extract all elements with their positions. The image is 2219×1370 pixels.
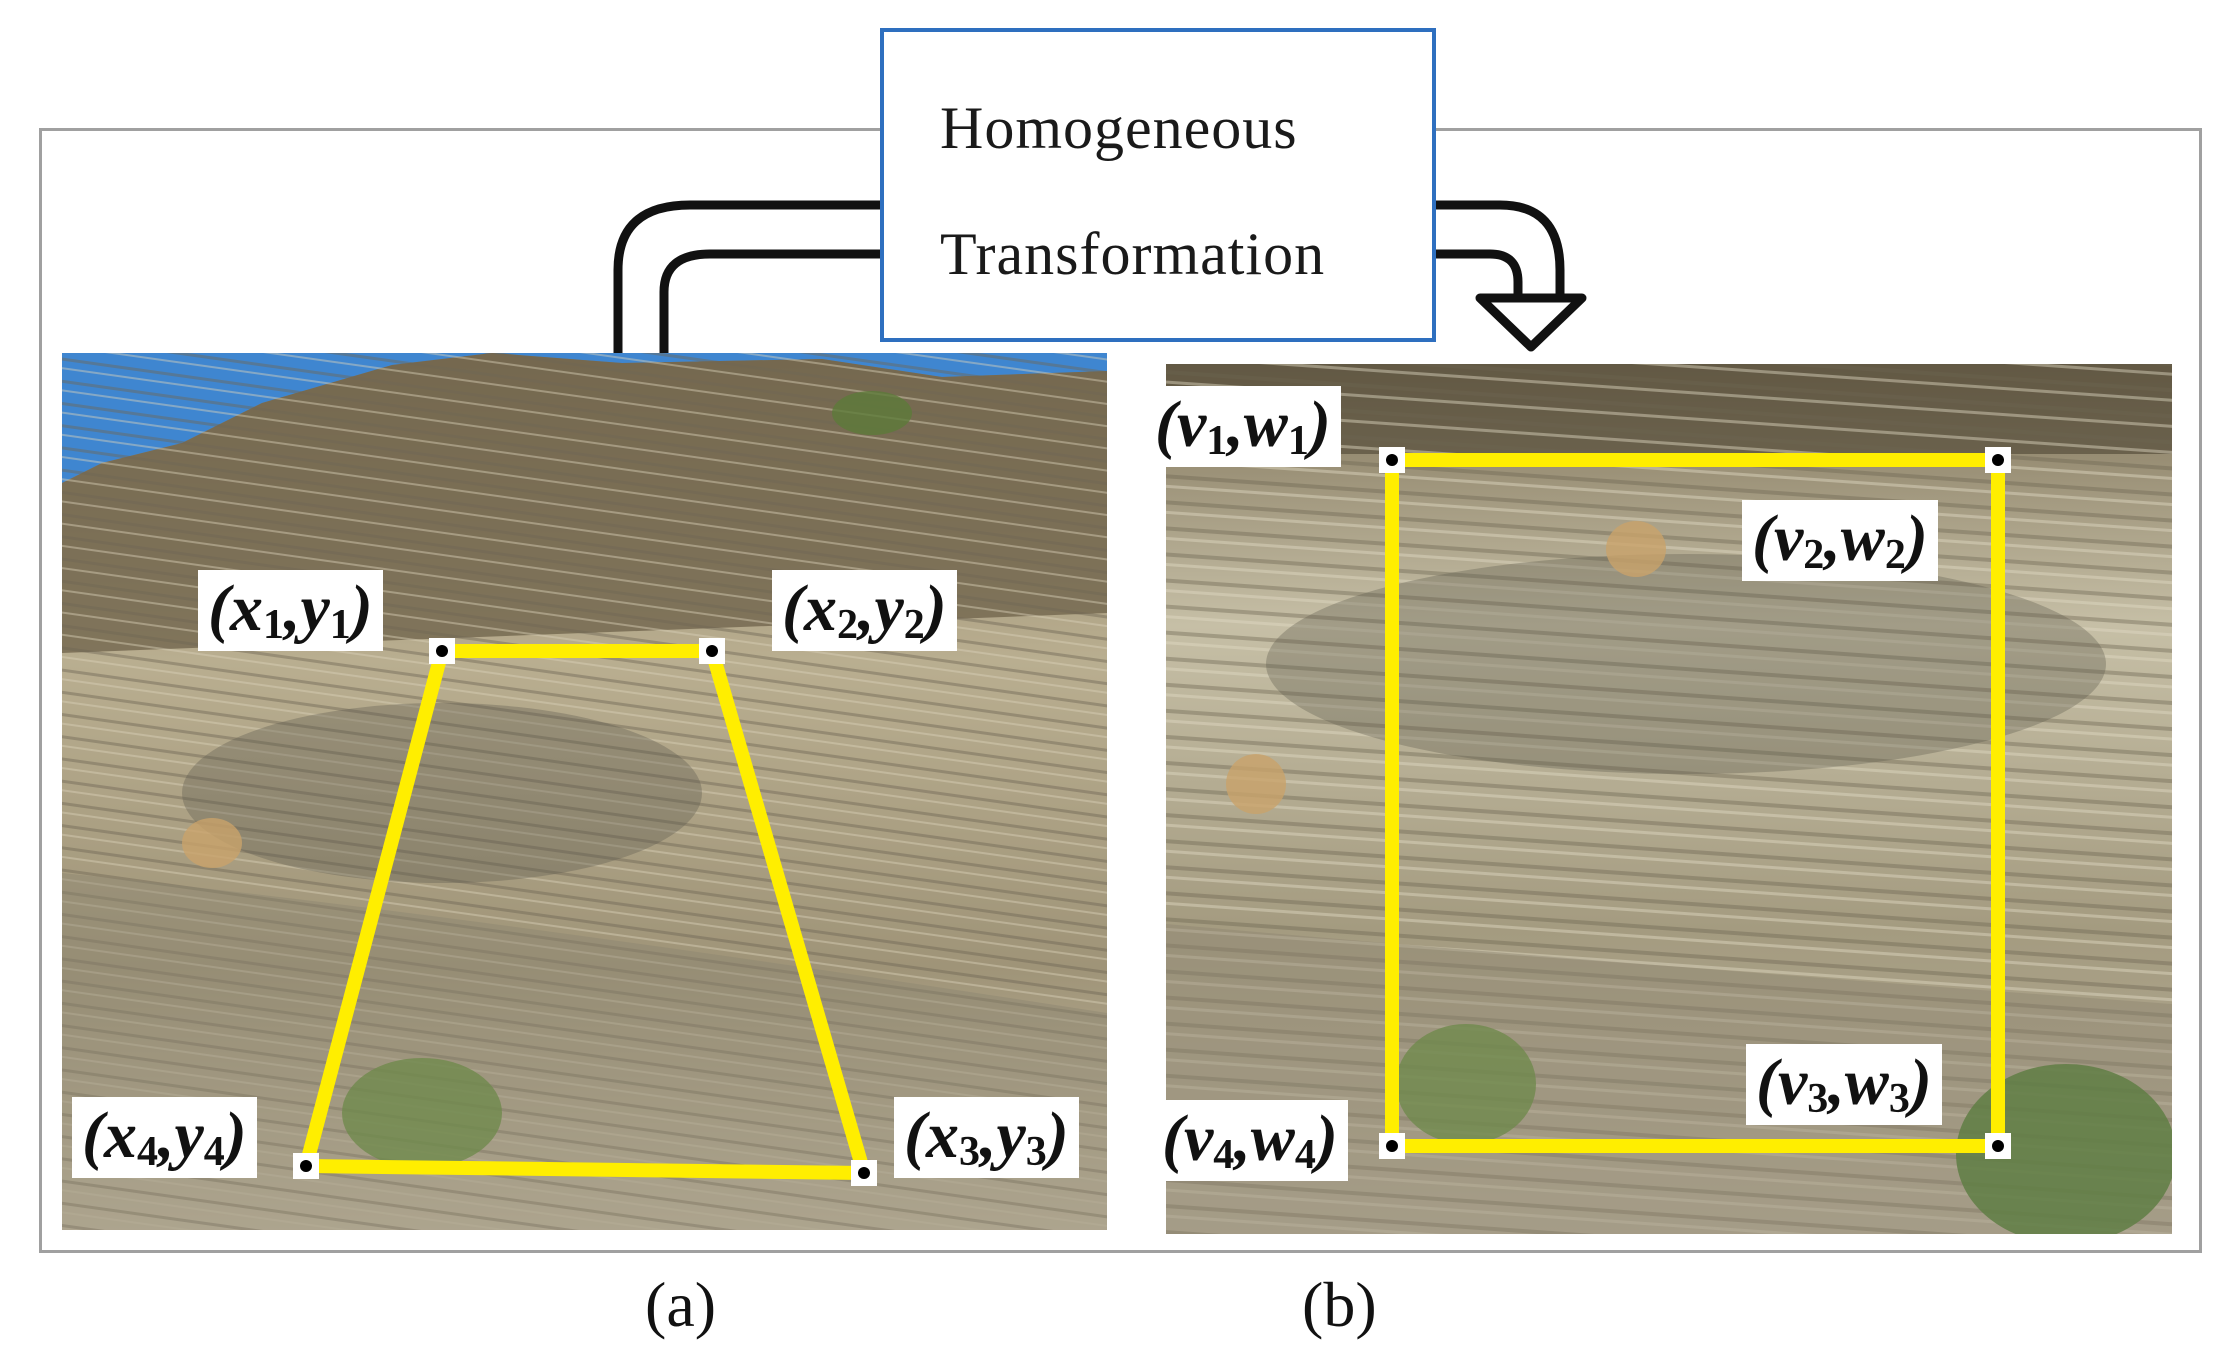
rock-photo-original-image xyxy=(62,353,1107,1230)
label-x4-y4: (x4,y4) xyxy=(72,1097,257,1179)
label-v2-w2-sub1: 2 xyxy=(1803,532,1825,578)
label-v4-w4-sub1: 4 xyxy=(1213,1132,1235,1178)
label-x3-y3-base1: x xyxy=(925,1099,959,1172)
arrow-inner-stroke xyxy=(659,249,1523,353)
arrow-head-icon xyxy=(1475,293,1587,352)
label-x2-y2-sub1: 2 xyxy=(836,602,858,648)
label-v3-w3-base1: v xyxy=(1777,1046,1808,1119)
label-x4-y4-base2: y xyxy=(174,1099,204,1172)
corner-marker-v3w3 xyxy=(1985,1133,2011,1159)
corner-marker-v1w1 xyxy=(1379,447,1405,473)
transformation-title-box: Homogeneous Transformation xyxy=(880,28,1436,342)
label-v1-w1-sub1: 1 xyxy=(1206,418,1228,464)
label-v1-w1-base1: v xyxy=(1176,388,1207,461)
label-v4-w4: (v4,w4) xyxy=(1152,1100,1348,1182)
label-v2-w2: (v2,w2) xyxy=(1742,500,1938,582)
label-x3-y3-sub1: 3 xyxy=(958,1129,980,1175)
label-v1-w1-base2: w xyxy=(1243,388,1288,461)
label-v2-w2-sub2: 2 xyxy=(1884,532,1906,578)
label-v3-w3-sub2: 3 xyxy=(1888,1076,1910,1122)
label-x1-y1-sub2: 1 xyxy=(329,602,351,648)
corner-marker-x4y4 xyxy=(293,1153,319,1179)
label-x3-y3: (x3,y3) xyxy=(894,1097,1079,1179)
title-line-2: Transformation xyxy=(940,221,1326,287)
title-line-1: Homogeneous xyxy=(940,95,1298,161)
quadrilateral-outline-original xyxy=(296,644,874,1181)
label-v2-w2-base2: w xyxy=(1840,502,1885,575)
label-x1-y1-sub1: 1 xyxy=(262,602,284,648)
label-v3-w3-base2: w xyxy=(1844,1046,1889,1119)
label-x2-y2-base2: y xyxy=(874,572,904,645)
label-v1-w1-sub2: 1 xyxy=(1287,418,1309,464)
rock-photo-original xyxy=(62,353,1107,1230)
label-v1-w1: (v1,w1) xyxy=(1145,386,1341,468)
label-x1-y1-base2: y xyxy=(300,572,330,645)
corner-marker-x1y1 xyxy=(429,638,455,664)
corner-marker-v4w4 xyxy=(1379,1133,1405,1159)
corner-marker-x3y3 xyxy=(851,1160,877,1186)
label-v2-w2-base1: v xyxy=(1773,502,1804,575)
label-x3-y3-sub2: 3 xyxy=(1025,1129,1047,1175)
label-x2-y2: (x2,y2) xyxy=(772,570,957,652)
rectangle-outline-rectified xyxy=(1385,453,2005,1153)
label-x3-y3-base2: y xyxy=(996,1099,1026,1172)
label-x4-y4-sub2: 4 xyxy=(203,1129,225,1175)
caption-a: (a) xyxy=(645,1269,717,1340)
label-x1-y1-base1: x xyxy=(229,572,263,645)
label-x1-y1: (x1,y1) xyxy=(198,570,383,652)
caption-b: (b) xyxy=(1302,1269,1377,1340)
label-v3-w3-sub1: 3 xyxy=(1807,1076,1829,1122)
label-x2-y2-base1: x xyxy=(803,572,837,645)
label-x4-y4-base1: x xyxy=(103,1099,137,1172)
corner-marker-v2w2 xyxy=(1985,447,2011,473)
label-v4-w4-base2: w xyxy=(1250,1102,1295,1175)
arrow-outer-stroke xyxy=(613,200,1565,353)
label-v4-w4-base1: v xyxy=(1183,1102,1214,1175)
label-v4-w4-sub2: 4 xyxy=(1294,1132,1316,1178)
label-x4-y4-sub1: 4 xyxy=(136,1129,158,1175)
label-v3-w3: (v3,w3) xyxy=(1746,1044,1942,1126)
corner-marker-x2y2 xyxy=(699,638,725,664)
label-x2-y2-sub2: 2 xyxy=(903,602,925,648)
